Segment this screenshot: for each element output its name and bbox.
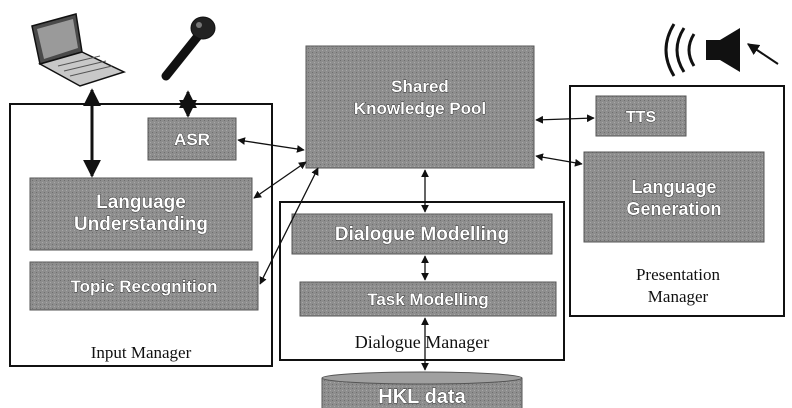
language-understanding-to-knowledge-pool-arrow xyxy=(253,161,307,199)
shared-knowledge-pool-label-line2: Knowledge Pool xyxy=(354,99,486,118)
task-modelling-label: Task Modelling xyxy=(367,290,489,309)
hkl-data-label: HKL data xyxy=(378,386,466,408)
shared-knowledge-pool-box xyxy=(305,45,535,169)
language-generation-box xyxy=(583,151,765,243)
task-modelling-box xyxy=(299,281,557,317)
connectors xyxy=(83,88,595,371)
dialogue-manager-label: Dialogue Manager xyxy=(355,332,489,352)
microphone-icon xyxy=(161,16,216,81)
tts-box xyxy=(595,95,687,137)
shared-knowledge-pool-label-line1: Shared xyxy=(391,77,449,96)
language-generation-label-line1: Language xyxy=(631,177,716,197)
laptop-icon xyxy=(31,13,127,87)
topic-recognition-label: Topic Recognition xyxy=(70,277,217,296)
knowledge-pool-to-tts-arrow xyxy=(535,114,595,124)
topic-recognition-to-knowledge-pool-arrow xyxy=(259,167,319,285)
asr-to-knowledge-pool-arrow xyxy=(237,137,305,153)
topic-recognition-box xyxy=(29,261,259,311)
language-generation-label-line2: Generation xyxy=(626,199,721,219)
language-understanding-label-line2: Understanding xyxy=(74,214,208,235)
knowledge-pool-to-language-generation-arrow xyxy=(535,153,583,167)
asr-label: ASR xyxy=(174,130,210,149)
tts-label: TTS xyxy=(626,109,657,126)
asr-box xyxy=(147,117,237,161)
presentation-manager-frame xyxy=(569,85,785,317)
language-understanding-label-line1: Language xyxy=(96,192,186,213)
input-manager-label: Input Manager xyxy=(91,343,192,362)
dialogue-modelling-label: Dialogue Modelling xyxy=(335,224,509,245)
presentation-manager-label-line1: Presentation xyxy=(636,265,721,284)
presentation-manager-label-line2: Manager xyxy=(648,287,709,306)
language-understanding-box xyxy=(29,177,253,251)
hkl-data-cylinder xyxy=(321,371,523,408)
speaker-icon xyxy=(664,23,779,77)
